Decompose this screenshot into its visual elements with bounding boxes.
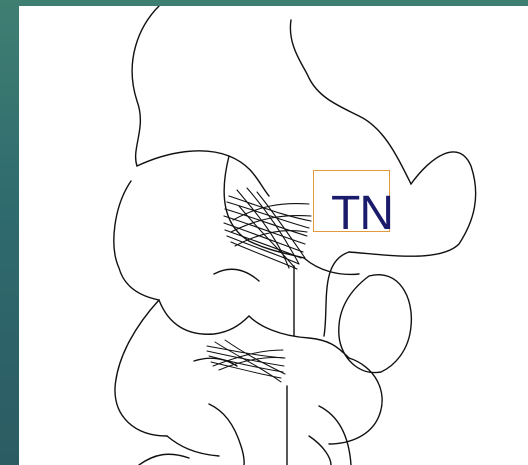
axis-dens-outline — [324, 252, 349, 336]
c3-body — [329, 358, 382, 444]
upper-ligament-hatch — [224, 188, 311, 269]
annotation-label: TN — [331, 186, 393, 242]
upper-process-outline — [137, 151, 269, 196]
axis-body-left — [114, 181, 159, 300]
c4-inner-right — [309, 436, 331, 465]
c3-posterior — [167, 436, 219, 456]
c4-arch — [139, 454, 189, 465]
ligament-right-line — [304, 258, 359, 274]
drawing-canvas: TN — [19, 6, 528, 465]
occiput-outline — [132, 6, 159, 166]
skull-base-outline — [290, 20, 411, 184]
c2-body-outline — [159, 300, 249, 334]
lower-ligament-hatch — [207, 340, 285, 382]
c4-right — [319, 406, 351, 465]
c2-lamina — [214, 269, 259, 281]
c2-spine-left — [115, 300, 167, 436]
spine-lineart — [19, 6, 528, 465]
